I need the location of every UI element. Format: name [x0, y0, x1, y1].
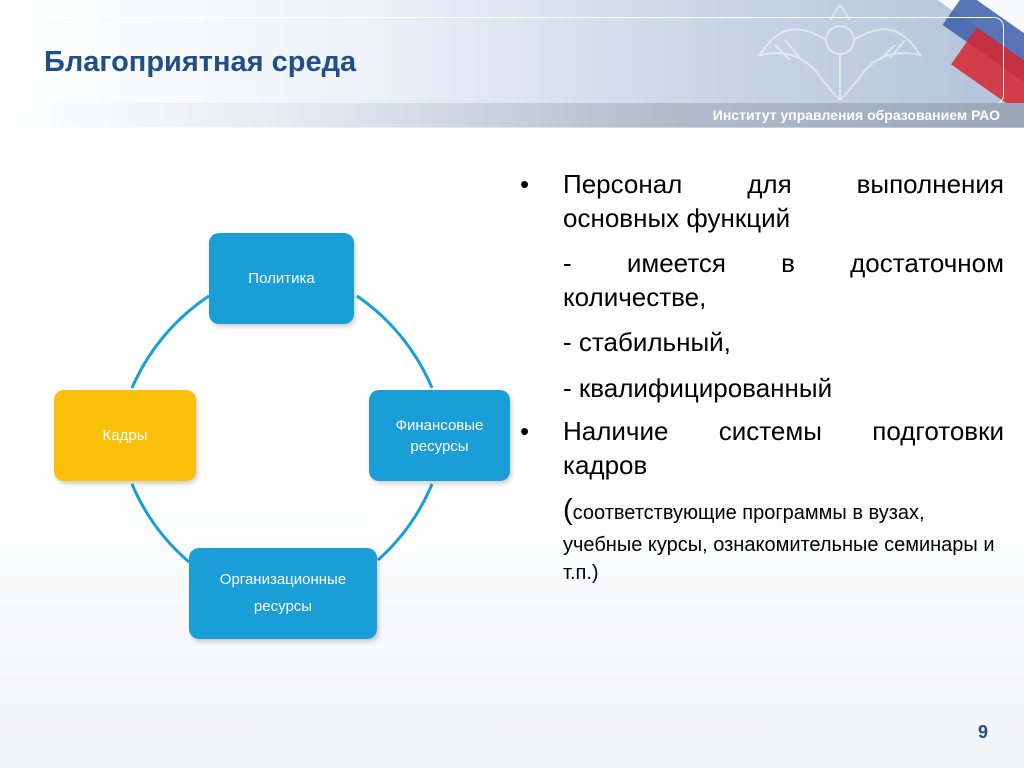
page-number: 9 — [977, 722, 988, 742]
bullet-staff: Персонал для выполнения основных функций — [520, 168, 1004, 235]
ring-arc-bottom-left — [130, 483, 190, 564]
institute-name: Институт управления образованием РАО — [712, 107, 1000, 123]
bullet-training: Наличие системы подготовки кадров — [520, 415, 1004, 482]
header-band — [0, 103, 1024, 127]
bullet-staff-text: Персонал для выполнения основных функций — [563, 169, 1004, 233]
training-examples-text: соответствующие программы в вузах, учебн… — [563, 502, 995, 584]
node-staff-label: Кадры — [102, 427, 148, 444]
ring-arc-top-right — [356, 294, 434, 389]
ring-arc-top-left — [130, 294, 210, 389]
node-organizational: Организационные ресурсы — [189, 548, 377, 639]
node-finance-label-2: ресурсы — [410, 437, 469, 455]
sub-item-stable: - стабильный, — [563, 327, 731, 358]
sub-item-sufficient: - имеется в достаточном количестве, — [563, 248, 1004, 312]
header: Благоприятная среда Институт управления … — [0, 0, 1024, 128]
sub-item-qualified: - квалифицированный — [563, 372, 833, 403]
node-politics: Политика — [209, 233, 354, 324]
paren-open: ( — [563, 494, 573, 527]
ring-arc-bottom-right — [377, 483, 434, 562]
bullet-training-text: Наличие системы подготовки кадров — [563, 416, 1004, 480]
node-staff: Кадры — [54, 390, 196, 481]
node-finance-label-1: Финансовые — [395, 416, 484, 434]
training-examples: (соответствующие программы в вузах, учеб… — [520, 490, 1004, 587]
node-politics-label: Политика — [248, 270, 315, 287]
node-organizational-label-2: ресурсы — [253, 597, 313, 615]
coat-of-arms-icon — [757, 3, 923, 102]
content-list: Персонал для выполнения основных функций… — [520, 168, 1004, 587]
node-finance: Финансовые ресурсы — [369, 390, 510, 481]
node-organizational-label-1: Организационные — [219, 571, 347, 589]
page-title: Благоприятная среда — [44, 46, 357, 78]
